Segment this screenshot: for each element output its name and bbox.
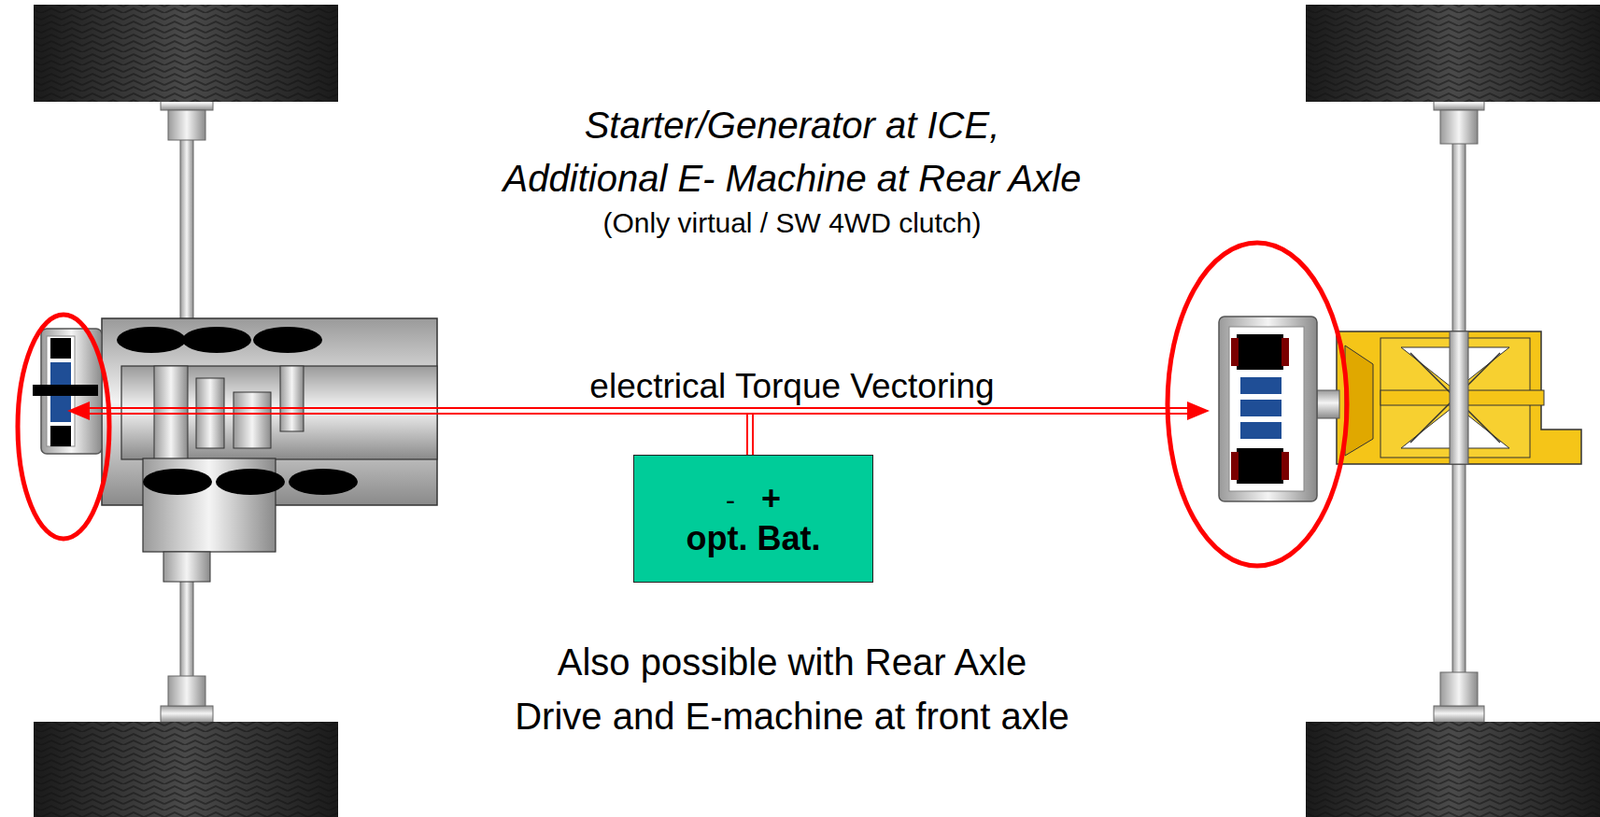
note-label: electrical Torque Vectoring	[437, 368, 1147, 407]
terminal-row: -+	[725, 479, 781, 518]
battery-label: opt. Bat.	[686, 518, 822, 559]
note-label: (Only virtual / SW 4WD clutch)	[455, 207, 1129, 240]
minus-terminal: -	[725, 484, 736, 518]
plus-terminal: +	[761, 479, 781, 518]
note-label: Also possible with Rear Axle Drive and E…	[437, 635, 1147, 744]
diagram-title: Starter/Generator at ICE, Additional E- …	[437, 99, 1147, 206]
battery-box: -+opt. Bat.	[633, 454, 874, 583]
